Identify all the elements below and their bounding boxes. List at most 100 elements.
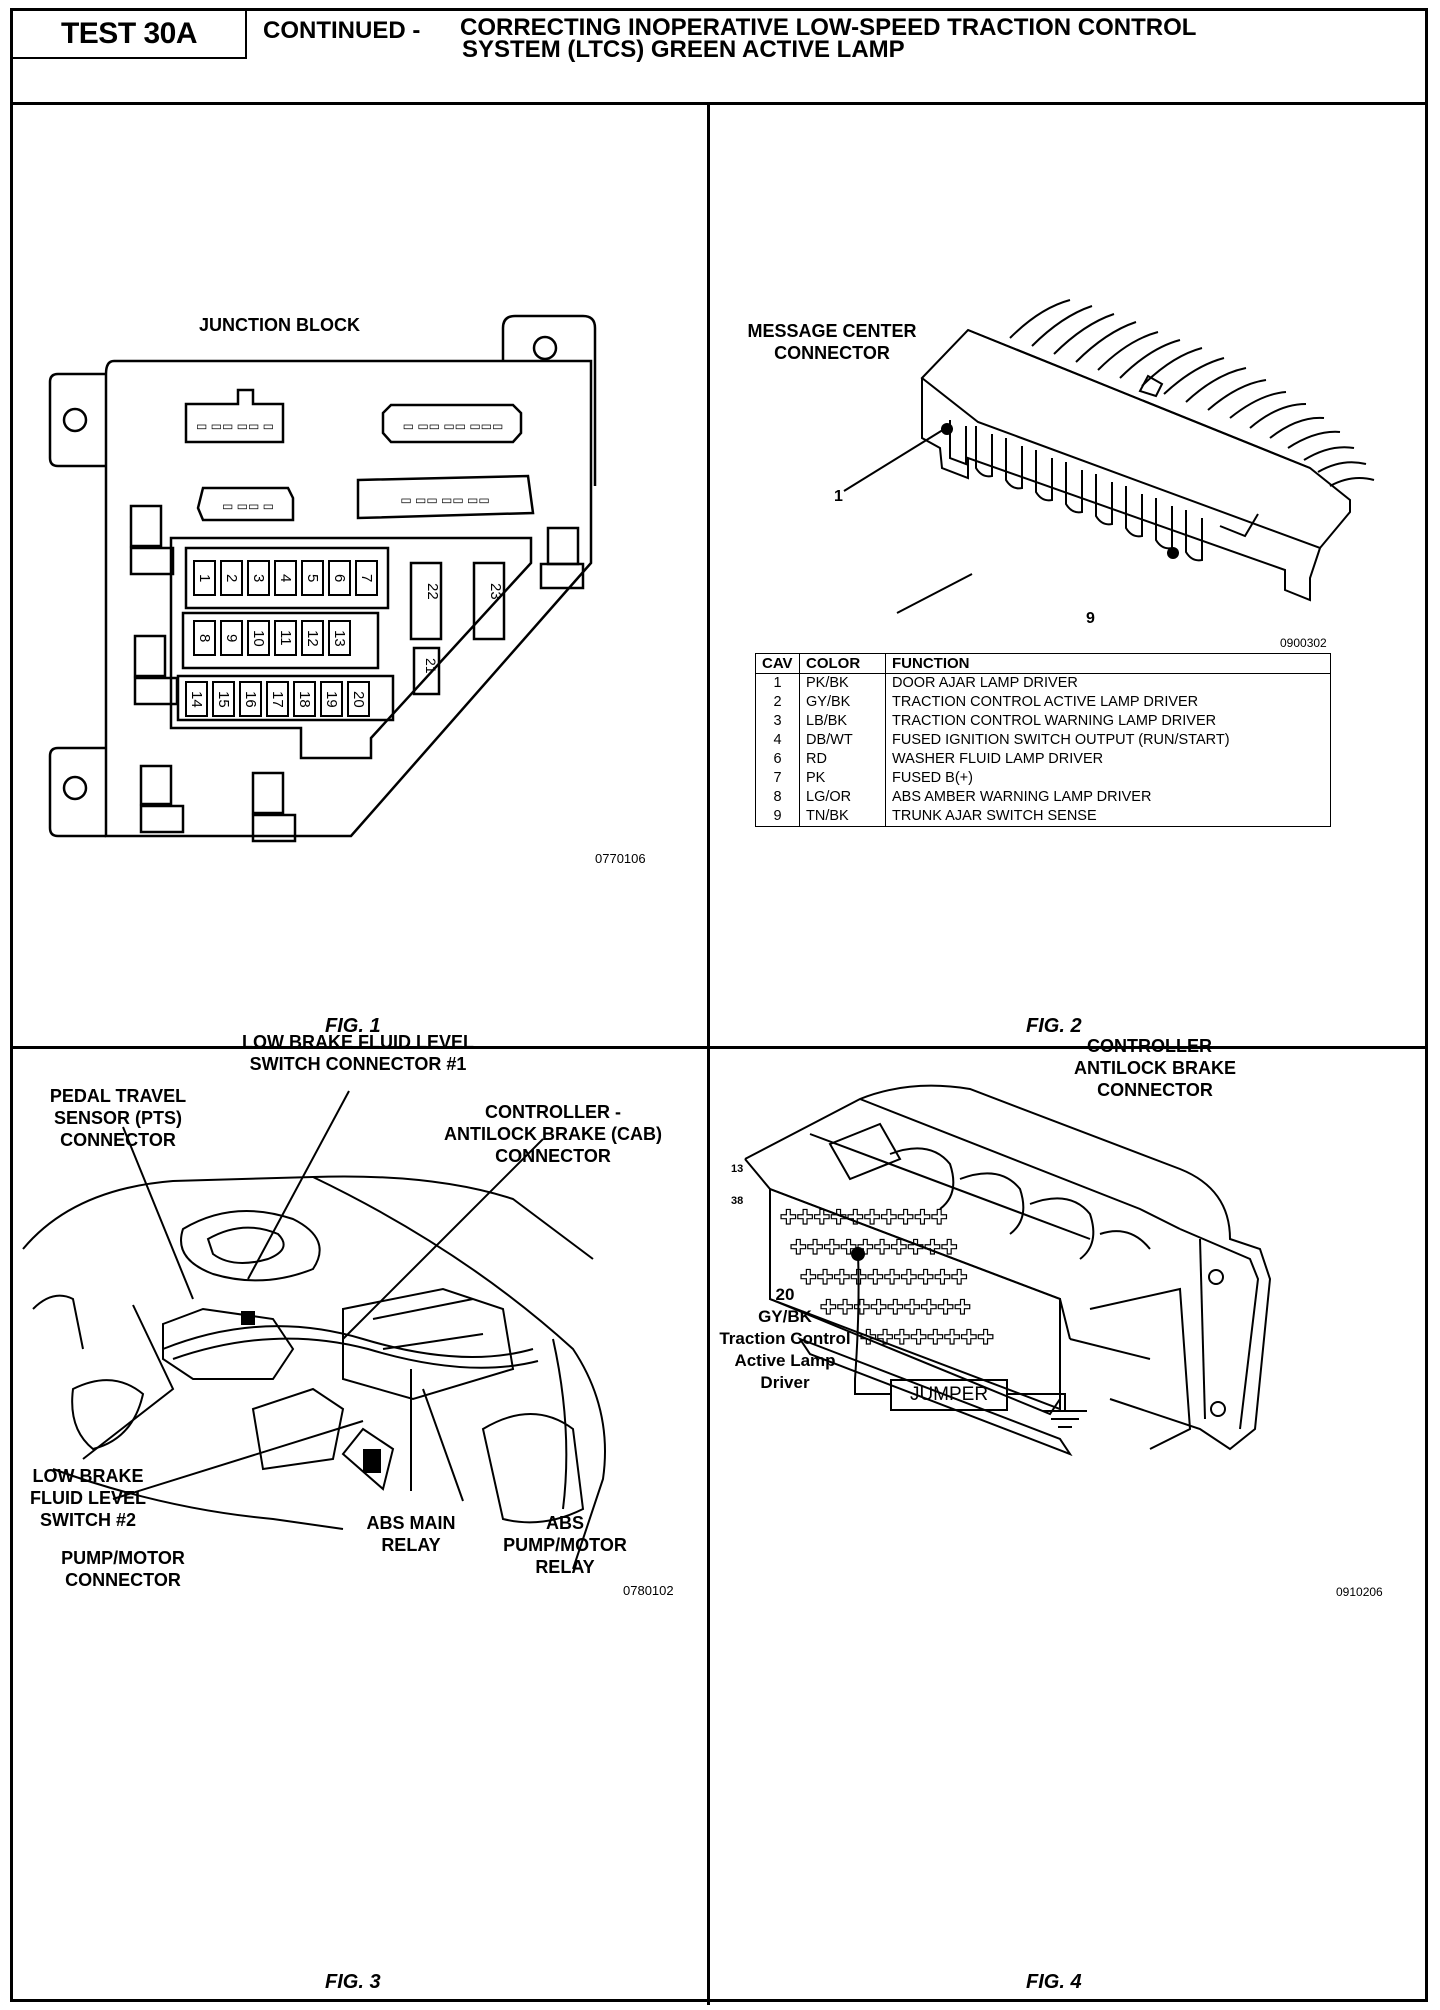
label-low-brake-switch-2: LOW BRAKE FLUID LEVEL SWITCH #2 [23,1465,153,1531]
cell-color: GY/BK [799,693,886,712]
cell-cav: 8 [755,788,800,807]
svg-text:▭ ▭▭ ▭▭ ▭▭▭: ▭ ▭▭ ▭▭ ▭▭▭ [403,419,504,433]
label-line: PUMP/MOTOR [503,1535,627,1555]
cell-function: WASHER FLUID LAMP DRIVER [885,750,1331,769]
fig2-title: MESSAGE CENTER CONNECTOR [732,320,932,364]
col-header-color: COLOR [799,653,886,674]
title-line-2: SYSTEM (LTCS) GREEN ACTIVE LAMP [462,36,905,63]
cell-function: ABS AMBER WARNING LAMP DRIVER [885,788,1331,807]
fuse-row-3: 14 15 16 17 18 19 20 [185,681,370,717]
fig4-title-line-2: ANTILOCK BRAKE [1074,1058,1236,1078]
fuse: 3 [247,560,270,596]
label-line: ANTILOCK BRAKE (CAB) [444,1124,662,1144]
fig1-code: 0770106 [595,851,646,866]
fuse-row-1: 1 2 3 4 5 6 7 [193,560,378,596]
fig1-title: JUNCTION BLOCK [199,315,360,335]
fig2-panel: MESSAGE CENTER CONNECTOR [710,108,1425,1046]
fig4-pin-label: 20 GY/BK Traction Control Active Lamp Dr… [710,1284,860,1394]
fig2-pin-1: 1 [834,488,843,505]
label-line: PEDAL TRAVEL [49,1086,187,1106]
svg-text:▭ ▭▭ ▭: ▭ ▭▭ ▭ [222,499,274,513]
fig2-title-line-2: CONNECTOR [774,343,890,363]
label-line: ABS MAIN [366,1513,456,1533]
label-line: Driver [760,1373,810,1392]
cell-function: TRACTION CONTROL WARNING LAMP DRIVER [885,712,1331,731]
fig4-pin-38: 38 [731,1195,744,1207]
header-prefix: CONTINUED - [263,17,421,44]
fuse: 19 [320,681,343,717]
message-center-connector-drawing [843,299,1375,614]
svg-text:✚✚✚✚✚✚✚✚✚✚: ✚✚✚✚✚✚✚✚✚✚ [790,1235,958,1259]
cell-color: RD [799,750,886,769]
fig4-code: 0910206 [1336,1585,1383,1599]
jumper-box: JUMPER [890,1379,1008,1411]
fuse: 9 [220,620,243,656]
fuse: 4 [274,560,297,596]
fuse-22: 22 [424,583,441,600]
fig3-caption: FIG. 3 [325,1971,381,1993]
svg-text:▭ ▭▭ ▭▭ ▭: ▭ ▭▭ ▭▭ ▭ [196,419,274,433]
fig2-caption: FIG. 2 [1026,1015,1082,1037]
fig3-panel: LOW BRAKE FLUID LEVEL SWITCH CONNECTOR #… [13,1032,707,2005]
fuse: 20 [347,681,370,717]
svg-text:▭ ▭▭ ▭▭ ▭▭: ▭ ▭▭ ▭▭ ▭▭ [400,493,489,507]
label-line: RELAY [381,1535,441,1555]
label-line: FLUID LEVEL [30,1488,146,1508]
label-line: CONNECTOR [60,1130,176,1150]
fuse: 17 [266,681,289,717]
cell-function: TRACTION CONTROL ACTIVE LAMP DRIVER [885,693,1331,712]
label-line: 20 [775,1285,795,1304]
cab-connector-drawing: ✚✚✚✚✚✚✚✚✚✚ ✚✚✚✚✚✚✚✚✚✚ ✚✚✚✚✚✚✚✚✚✚ ✚✚✚✚✚✚✚… [744,1084,1272,1457]
cell-function: DOOR AJAR LAMP DRIVER [885,673,1331,693]
cell-color: PK/BK [799,673,886,693]
label-cab-connector: CONTROLLER - ANTILOCK BRAKE (CAB) CONNEC… [408,1101,698,1167]
label-line: CONNECTOR [65,1570,181,1590]
fuse: 11 [274,620,297,656]
label-line: CONNECTOR [495,1146,611,1166]
cell-function: FUSED IGNITION SWITCH OUTPUT (RUN/START) [885,731,1331,750]
fig1-panel: JUNCTION BLOCK [13,108,707,1046]
engine-bay-drawing [22,1090,606,1570]
fuse: 16 [239,681,262,717]
fig3-code: 0780102 [623,1583,674,1598]
table-header-row: CAV COLOR FUNCTION [755,653,1331,674]
fuse-row-2: 8 9 10 11 12 13 [193,620,351,656]
fuse: 1 [193,560,216,596]
fig4-title-line-1: CONTROLLER - [1087,1036,1223,1056]
col-header-cav: CAV [755,653,800,674]
cell-cav: 3 [755,712,800,731]
label-line: PUMP/MOTOR [61,1548,185,1568]
label-pedal-travel-sensor: PEDAL TRAVEL SENSOR (PTS) CONNECTOR [23,1085,213,1151]
cell-cav: 1 [755,673,800,693]
fig1-caption: FIG. 1 [325,1015,381,1037]
fig4-pin-13: 13 [731,1163,744,1175]
cell-color: DB/WT [799,731,886,750]
page-frame: TEST 30A CONTINUED - CORRECTING INOPERAT… [10,8,1428,2005]
fig2-title-line-1: MESSAGE CENTER [747,321,917,341]
cell-cav: 2 [755,693,800,712]
label-abs-main-relay: ABS MAIN RELAY [351,1512,471,1556]
label-line: SENSOR (PTS) [53,1108,182,1128]
label-line: Active Lamp [734,1351,836,1370]
label-line: RELAY [535,1557,595,1577]
fig4-panel: ✚✚✚✚✚✚✚✚✚✚ ✚✚✚✚✚✚✚✚✚✚ ✚✚✚✚✚✚✚✚✚✚ ✚✚✚✚✚✚✚… [710,1036,1425,2005]
horizontal-divider [13,1046,1425,1049]
cell-cav: 9 [755,807,800,827]
fig4-title-line-3: CONNECTOR [1097,1080,1213,1100]
page-title: CORRECTING INOPERATIVE LOW-SPEED TRACTIO… [460,16,1360,63]
fuse: 7 [355,560,378,596]
cell-color: PK [799,769,886,788]
fig2-code: 0900302 [1280,636,1327,650]
label-pump-motor-connector: PUMP/MOTOR CONNECTOR [38,1547,208,1591]
svg-text:✚✚✚✚✚✚✚✚: ✚✚✚✚✚✚✚✚ [860,1325,994,1349]
svg-text:✚✚✚✚✚✚✚✚✚: ✚✚✚✚✚✚✚✚✚ [820,1295,971,1319]
